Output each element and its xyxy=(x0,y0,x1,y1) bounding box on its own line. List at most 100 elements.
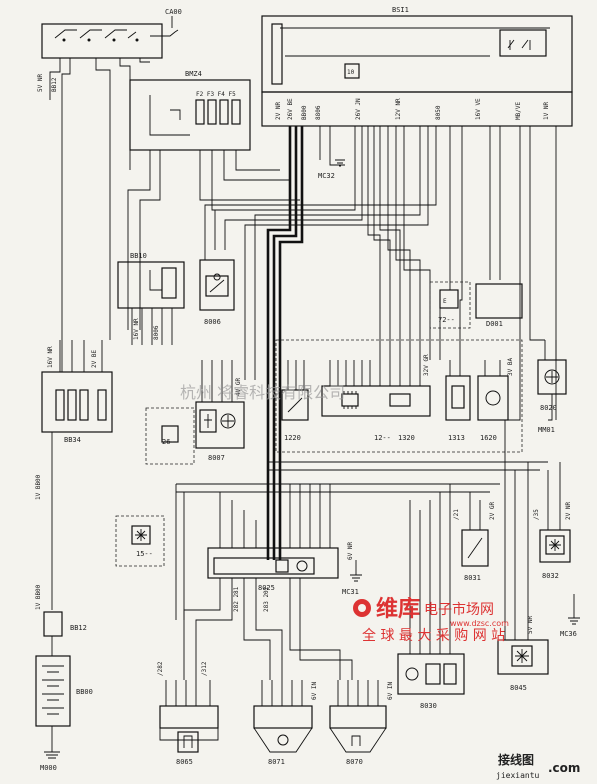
component-1320: 1320 12-- xyxy=(321,385,431,442)
label-ca00: CA00 xyxy=(165,8,182,16)
label-mc36: MC36 xyxy=(560,630,577,638)
label-72: 72-- xyxy=(438,316,455,324)
svg-text:2V NR: 2V NR xyxy=(565,502,572,520)
watermark-center-text: 杭州 将睿科技有限公司 xyxy=(180,383,345,402)
module-8025: 8025 xyxy=(207,547,339,592)
watermark-brand: 维库 xyxy=(376,596,420,622)
dashed-group-12 xyxy=(275,339,523,453)
label-8071: 8071 xyxy=(268,758,285,766)
svg-text:1V NR: 1V NR xyxy=(543,102,550,120)
watermark-jiexiantu: 接线图 jiexiantu .com xyxy=(496,752,580,780)
svg-text:1V BB00: 1V BB00 xyxy=(35,474,42,500)
component-8032: 8032 xyxy=(539,529,571,580)
svg-text:E: E xyxy=(443,298,447,305)
svg-text:2V BE: 2V BE xyxy=(91,350,98,368)
label-8020: 8020 xyxy=(540,404,557,412)
label-mc32: MC32 xyxy=(318,172,335,180)
fan-15: 15-- xyxy=(115,515,165,567)
label-26: 26-- xyxy=(162,438,179,446)
label-d001: D001 xyxy=(486,320,503,328)
switch-ca00: CA00 xyxy=(41,8,182,59)
label-15: 15-- xyxy=(136,550,153,558)
label-1220: 1220 xyxy=(284,434,301,442)
svg-text:6V NR: 6V NR xyxy=(347,542,354,560)
svg-text:16V NR: 16V NR xyxy=(47,346,54,368)
label-8070: 8070 xyxy=(346,758,363,766)
module-bsi1: BSI1 10 xyxy=(261,6,573,93)
label-8045: 8045 xyxy=(510,684,527,692)
label-mc31: MC31 xyxy=(342,588,359,596)
svg-text:2V GR: 2V GR xyxy=(489,502,496,520)
svg-text:/312: /312 xyxy=(201,661,208,676)
label-bb34: BB34 xyxy=(64,436,81,444)
component-1220: 1220 xyxy=(281,389,309,442)
component-8031: 8031 xyxy=(461,529,489,582)
svg-text:2V NR: 2V NR xyxy=(275,102,282,120)
fuse-box-bb34: BB34 xyxy=(41,371,113,444)
label-bmz4: BMZ4 xyxy=(185,70,202,78)
component-8045: 8045 xyxy=(497,639,549,692)
bsi-bundle xyxy=(204,126,557,421)
watermark-slogan: 全 球 最 大 采 购 网 站 xyxy=(362,627,505,644)
component-1313: 1313 xyxy=(445,375,471,442)
watermark-bottom-url: jiexiantu xyxy=(496,771,540,780)
component-1620: 1620 xyxy=(477,375,509,442)
watermark-bottom-cn: 接线图 xyxy=(498,752,534,767)
svg-text:8050: 8050 xyxy=(435,105,442,120)
watermark-bottom-com: .com xyxy=(548,761,580,775)
svg-text:MB/VE: MB/VE xyxy=(515,102,522,120)
svg-text:10: 10 xyxy=(347,69,355,76)
svg-text:16V VE: 16V VE xyxy=(475,98,482,120)
label-bb10: BB10 xyxy=(130,252,147,260)
unit-72: E 72-- xyxy=(429,281,471,329)
connector-d001: D001 xyxy=(475,283,523,328)
svg-text:BB00: BB00 xyxy=(301,105,308,120)
speaker-8065: 8065 xyxy=(159,705,219,766)
label-8065: 8065 xyxy=(176,758,193,766)
svg-text:6V IN: 6V IN xyxy=(387,682,394,700)
svg-text:4V GR: 4V GR xyxy=(235,378,242,396)
label-8007: 8007 xyxy=(208,454,225,462)
speaker-8070: 8070 xyxy=(329,705,387,766)
label-mm01: MM01 xyxy=(538,426,555,434)
svg-text:26V BE: 26V BE xyxy=(287,98,294,120)
fuse-box-bmz4: BMZ4 F2 F3 F4 F5 xyxy=(129,70,251,151)
label-1620: 1620 xyxy=(480,434,497,442)
svg-text:16V NR: 16V NR xyxy=(133,318,140,340)
svg-text:/282: /282 xyxy=(157,661,164,676)
svg-text:26V JN: 26V JN xyxy=(355,98,362,120)
svg-text:8006: 8006 xyxy=(153,325,160,340)
svg-text:32V GR: 32V GR xyxy=(423,354,430,376)
svg-text:F2 F3 F4 F5: F2 F3 F4 F5 xyxy=(196,91,236,98)
label-8031: 8031 xyxy=(464,574,481,582)
component-8007: 8007 xyxy=(195,401,245,462)
relay-box-bb10: BB10 xyxy=(117,252,185,309)
svg-text:5V NR: 5V NR xyxy=(37,74,44,92)
svg-text:3V BA: 3V BA xyxy=(507,358,514,376)
component-8006: 8006 xyxy=(199,259,235,326)
label-bsi1: BSI1 xyxy=(392,6,409,14)
label-8032: 8032 xyxy=(542,572,559,580)
connector-bb12: BB12 xyxy=(43,611,87,637)
label-1320: 1320 xyxy=(398,434,415,442)
svg-text:6V IN: 6V IN xyxy=(311,682,318,700)
watermark-url: www.dzsc.com xyxy=(450,619,509,628)
svg-text:8806: 8806 xyxy=(315,105,322,120)
svg-text:5V NR: 5V NR xyxy=(527,616,534,634)
speaker-8071: 8071 xyxy=(253,705,313,766)
label-12: 12-- xyxy=(374,434,391,442)
watermark-site: 电子市场网 xyxy=(424,601,494,618)
svg-text:/21: /21 xyxy=(453,509,460,520)
unit-26: 26-- xyxy=(145,407,195,465)
label-8025: 8025 xyxy=(258,584,275,592)
svg-text:BB12: BB12 xyxy=(51,77,58,92)
battery-bb00: BB00 xyxy=(35,655,93,727)
label-8030: 8030 xyxy=(420,702,437,710)
svg-text:/35: /35 xyxy=(533,509,540,520)
component-8030: 8030 xyxy=(397,653,465,710)
svg-text:12V NR: 12V NR xyxy=(395,98,402,120)
label-8006: 8006 xyxy=(204,318,221,326)
label-1313: 1313 xyxy=(448,434,465,442)
